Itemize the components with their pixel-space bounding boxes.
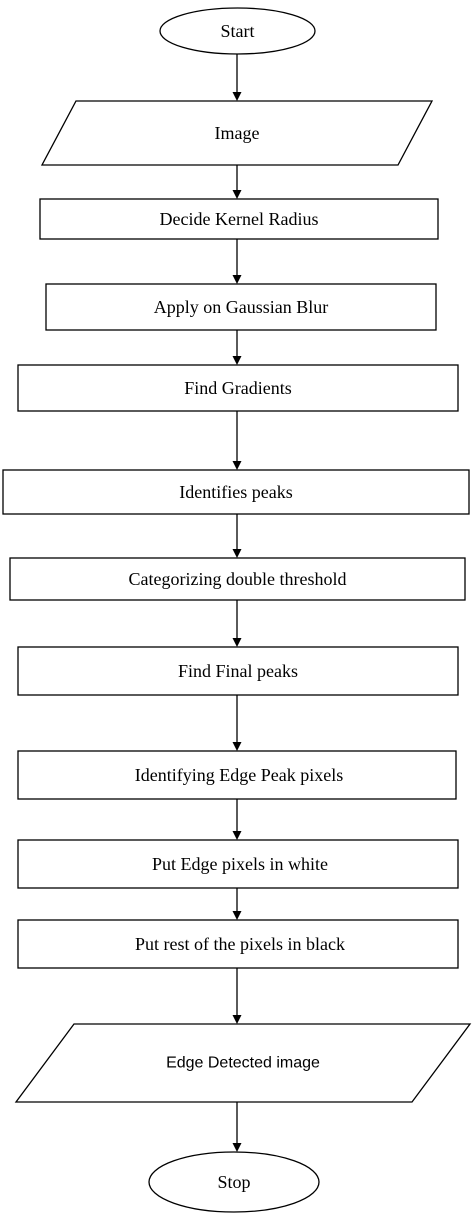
node-blur: Apply on Gaussian Blur — [45, 283, 437, 331]
arrow-gradients-to-peaks — [232, 411, 242, 470]
io-parallelogram — [40, 100, 434, 166]
node-label: Stop — [217, 1172, 250, 1192]
node-black: Put rest of the pixels in black — [17, 919, 459, 969]
arrow-start-to-image — [232, 54, 242, 101]
process-box — [45, 283, 437, 331]
node-label: Start — [221, 21, 255, 41]
arrow-image-to-kernel — [232, 165, 242, 199]
arrow-peaks-to-threshold — [232, 514, 242, 558]
arrow-white-to-black — [232, 888, 242, 920]
terminator-shape — [148, 1151, 320, 1213]
node-output: Edge Detected image — [14, 1023, 472, 1103]
node-label: Put rest of the pixels in black — [135, 934, 345, 954]
node-image: Image — [40, 100, 434, 166]
arrow-output-to-stop — [232, 1102, 242, 1152]
node-label: Find Gradients — [184, 378, 292, 398]
terminator-shape — [159, 7, 316, 55]
node-label: Find Final peaks — [178, 661, 298, 681]
arrowhead — [232, 1143, 242, 1152]
process-box — [17, 919, 459, 969]
node-final-peaks: Find Final peaks — [17, 646, 459, 696]
arrowhead — [232, 275, 242, 284]
arrowhead — [232, 356, 242, 365]
arrowhead — [232, 92, 242, 101]
arrow-threshold-to-final-peaks — [232, 600, 242, 647]
arrow-blur-to-gradients — [232, 330, 242, 365]
io-parallelogram — [14, 1023, 472, 1103]
node-label: Identifies peaks — [179, 482, 292, 502]
process-box — [17, 839, 459, 889]
process-box — [17, 750, 457, 800]
process-box — [17, 364, 459, 412]
arrowhead — [232, 911, 242, 920]
node-threshold: Categorizing double threshold — [9, 557, 466, 601]
arrow-edge-peak-to-white — [232, 799, 242, 840]
node-stop: Stop — [148, 1151, 320, 1213]
node-label: Apply on Gaussian Blur — [154, 297, 329, 317]
process-box — [17, 646, 459, 696]
node-label: Decide Kernel Radius — [160, 209, 319, 229]
node-label: Put Edge pixels in white — [152, 854, 328, 874]
node-white: Put Edge pixels in white — [17, 839, 459, 889]
connectors — [232, 54, 242, 1152]
arrow-final-peaks-to-edge-peak — [232, 695, 242, 751]
arrowhead — [232, 742, 242, 751]
node-kernel: Decide Kernel Radius — [39, 198, 439, 240]
arrowhead — [232, 1015, 242, 1024]
arrow-kernel-to-blur — [232, 239, 242, 284]
process-box — [39, 198, 439, 240]
node-edge-peak: Identifying Edge Peak pixels — [17, 750, 457, 800]
arrowhead — [232, 549, 242, 558]
process-box — [9, 557, 466, 601]
arrowhead — [232, 638, 242, 647]
node-gradients: Find Gradients — [17, 364, 459, 412]
node-label: Categorizing double threshold — [129, 569, 347, 589]
process-box — [2, 469, 470, 515]
arrowhead — [232, 461, 242, 470]
node-start: Start — [159, 7, 316, 55]
node-label: Image — [215, 123, 260, 143]
node-peaks: Identifies peaks — [2, 469, 470, 515]
node-label: Identifying Edge Peak pixels — [135, 765, 343, 785]
arrowhead — [232, 190, 242, 199]
arrow-black-to-output — [232, 968, 242, 1024]
arrowhead — [232, 831, 242, 840]
node-label: Edge Detected image — [166, 1055, 320, 1072]
